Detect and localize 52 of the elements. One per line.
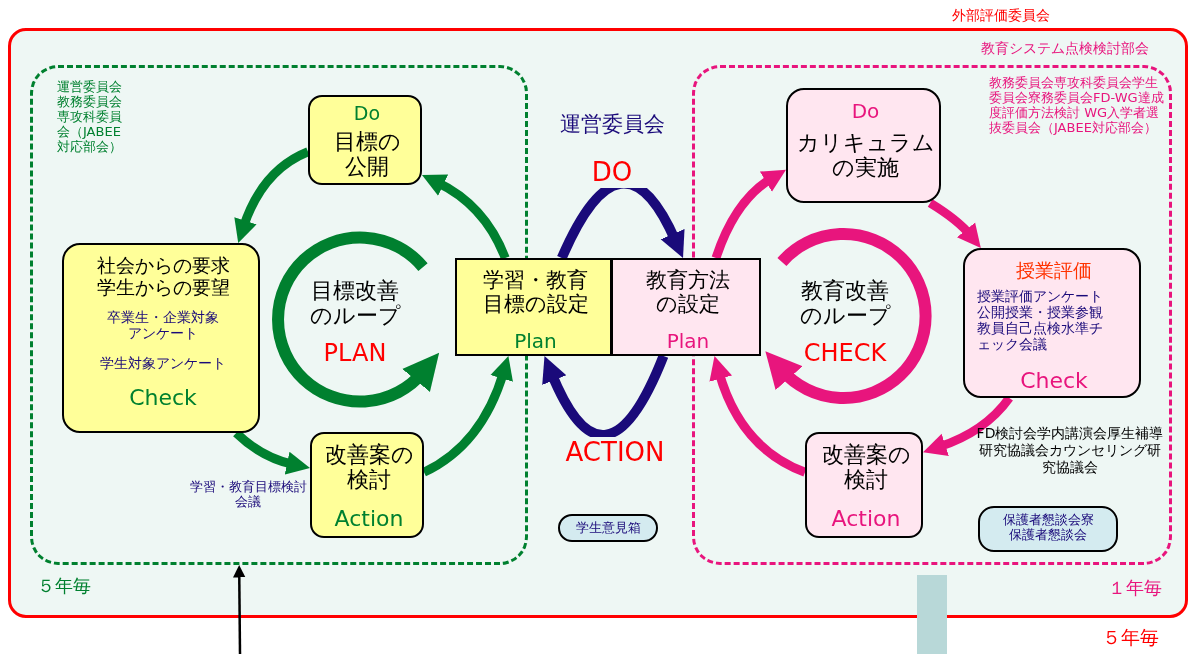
phase-label: Check xyxy=(128,385,198,411)
committee-list: 運営委員会教務委員会専攻科委員会（JABEE対応部会） xyxy=(57,80,129,155)
arrow xyxy=(542,354,669,440)
phase-label: Do xyxy=(850,100,881,123)
box-text: 学生意見箱 xyxy=(574,521,642,536)
box-title: カリキュラムの実施 xyxy=(795,130,936,181)
phase-label: Plan xyxy=(665,330,711,353)
meeting-text: 学習・教育目標検討会議 xyxy=(188,480,308,510)
box-title: 社会からの要求学生からの要望 xyxy=(95,255,231,299)
circular-arrow xyxy=(272,231,441,408)
arrow xyxy=(234,147,310,243)
survey-text: 学生対象アンケート xyxy=(99,355,227,372)
phase-label: Action xyxy=(830,506,902,532)
cycle-label: PLAN xyxy=(322,340,388,368)
process-box xyxy=(308,95,422,185)
process-box xyxy=(62,243,260,433)
arrow xyxy=(233,565,246,654)
meeting-list: FD検討会学内講演会厚生補導研究協議会カウンセリング研究協議会 xyxy=(975,425,1165,476)
box-title: 授業評価 xyxy=(1015,260,1093,282)
phase-label: Plan xyxy=(513,330,558,353)
period-label: １年毎 xyxy=(1107,578,1163,599)
box-title: 学習・教育目標の設定 xyxy=(481,268,590,317)
process-box xyxy=(611,258,761,356)
evaluation-list: 授業評価アンケート公開授業・授業参観教員自己点検水準チェック会議 xyxy=(977,288,1109,353)
box-text: 保護者懇談会寮保護者懇談会 xyxy=(1001,513,1095,543)
survey-text: 卒業生・企業対象アンケート xyxy=(106,309,220,342)
process-box xyxy=(786,88,941,203)
arrow xyxy=(709,356,807,477)
box-title: 教育方法の設定 xyxy=(645,268,731,317)
group-title: 教育システム点検検討部会 xyxy=(980,40,1150,57)
box-title: 改善案の検討 xyxy=(820,442,912,493)
box-title: 目標の公開 xyxy=(332,129,402,180)
rounded-box xyxy=(978,506,1118,552)
period-label: ５年毎 xyxy=(37,576,92,597)
loop-title: 目標改善のループ xyxy=(308,278,402,329)
phase-label: Check xyxy=(1019,368,1089,394)
cycle-label: CHECK xyxy=(802,340,888,368)
process-box xyxy=(963,248,1141,398)
circular-arrow xyxy=(764,228,932,404)
committee-title: 運営委員会 xyxy=(559,112,666,138)
process-box xyxy=(455,258,612,356)
group-title: 外部評価委員会 xyxy=(951,7,1051,24)
committee-list: 教務委員会専攻科委員会学生委員会寮務委員会FD-WG達成度評価方法検討 WG入学者選抜委員会（JABEE対応部会） xyxy=(989,76,1167,136)
phase-label: Action xyxy=(333,506,405,532)
box-title: 改善案の検討 xyxy=(323,442,415,493)
rounded-box xyxy=(558,514,658,542)
loop-title: 教育改善のループ xyxy=(798,278,892,329)
process-box xyxy=(805,432,923,538)
arrow xyxy=(923,395,1013,456)
phase-label: Do xyxy=(352,103,382,125)
arrow xyxy=(927,199,982,248)
period-label: ５年毎 xyxy=(1100,626,1160,649)
